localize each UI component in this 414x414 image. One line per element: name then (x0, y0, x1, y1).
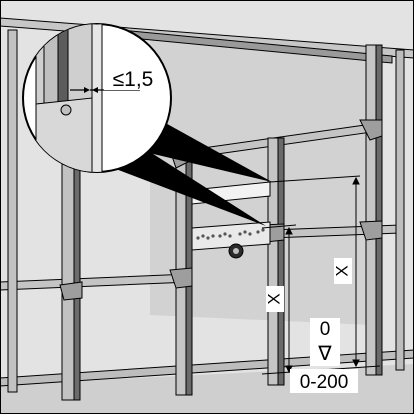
dimension-x-left-label: X (264, 293, 283, 304)
frame-profiles (0, 17, 414, 401)
level-label-bg (310, 318, 340, 366)
detail-screw-hole (60, 104, 72, 116)
callout-pointers (108, 120, 272, 226)
corner-connector (169, 267, 193, 289)
gap-label-bg (104, 66, 162, 90)
reference-line-top (269, 175, 361, 183)
gap-arrowhead (92, 87, 98, 93)
dimension-x-right-label: X (332, 265, 351, 276)
upright-center-right-shade (277, 137, 285, 386)
level-triangle-symbol: ∇ (317, 343, 332, 365)
detail-magnifier: ≤1,5 (22, 23, 172, 173)
upright-right (365, 44, 377, 376)
level-zero-label: 0 (320, 319, 331, 340)
label-bg (266, 286, 284, 312)
arrowhead (285, 226, 293, 235)
gap-arrowhead (84, 87, 90, 93)
reference-line-mid (261, 224, 297, 229)
corner-connector (359, 220, 383, 241)
corner-connector (359, 119, 383, 141)
corner-connector (59, 281, 83, 301)
detail-profile-shade (57, 24, 69, 107)
callout-wedge-upper (128, 120, 272, 182)
range-label-bg (290, 369, 358, 393)
upright-edge (7, 29, 18, 393)
range-label: 0-200 (300, 372, 349, 393)
callout-wedge-lower (108, 152, 266, 226)
upright-center-right (267, 137, 279, 386)
gap-label: ≤1,5 (113, 68, 154, 91)
upright-right-shade (375, 44, 383, 376)
arrowhead (352, 176, 360, 185)
arrowhead (352, 359, 360, 368)
detail-panel-edge (91, 24, 103, 172)
upright-far-right (395, 49, 405, 371)
bracket-holes (196, 228, 265, 240)
pipe-connection-inner (233, 248, 239, 254)
label-bg (334, 258, 352, 284)
